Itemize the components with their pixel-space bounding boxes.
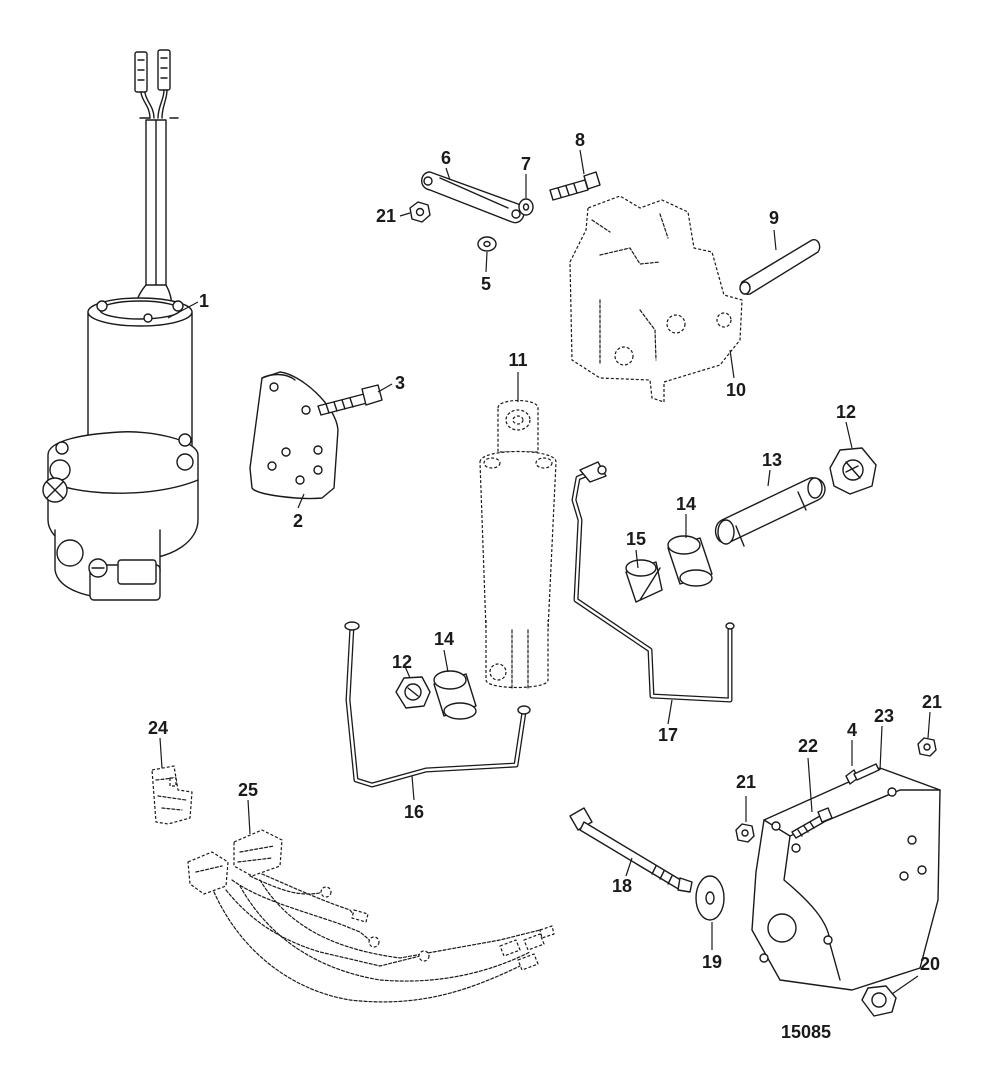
part-7-washer: [518, 198, 534, 216]
callout-15: 15: [626, 529, 646, 549]
callout-21-middle: 21: [736, 772, 756, 792]
callout-4: 4: [847, 720, 857, 740]
callout-9: 9: [769, 208, 779, 228]
callout-labels: 1 2 3 4 5 6 7 8 9 10 11 12 12 13 14 14 1…: [148, 130, 942, 974]
part-1-pump-motor: [42, 49, 199, 601]
part-20-nut: [861, 985, 897, 1017]
part-3-bolt: [317, 384, 383, 416]
part-13-pivot-pin: [714, 477, 826, 547]
callout-10: 10: [726, 380, 746, 400]
part-11-trim-cylinder: [479, 399, 557, 691]
part-16-hydraulic-line: [344, 621, 531, 788]
part-19-washer: [695, 875, 725, 921]
callout-14-upper: 14: [676, 494, 696, 514]
callout-24: 24: [148, 718, 168, 738]
callout-5: 5: [481, 274, 491, 294]
callout-8: 8: [575, 130, 585, 150]
leader-lines: [159, 149, 931, 995]
part-6-link-bar: [421, 171, 525, 224]
part-12-nut-upper: [829, 447, 877, 495]
part-14-bushing-upper: [667, 535, 713, 587]
callout-3: 3: [395, 373, 405, 393]
callout-14-lower: 14: [434, 629, 454, 649]
part-25-wiring-harness: [187, 829, 555, 1003]
callout-1: 1: [199, 291, 209, 311]
callout-21-right: 21: [922, 692, 942, 712]
callout-11: 11: [508, 350, 527, 370]
part-5-washer: [477, 236, 497, 252]
callout-21-upper: 21: [376, 206, 396, 226]
callout-2: 2: [293, 511, 303, 531]
diagram-reference-number: 15085: [781, 1022, 831, 1042]
part-12-nut-lower: [395, 676, 431, 709]
part-9-pin: [739, 239, 821, 295]
part-17-hydraulic-line: [571, 461, 735, 703]
callout-18: 18: [612, 876, 632, 896]
callout-17: 17: [658, 725, 678, 745]
part-4-screw: [845, 763, 880, 785]
part-21-nut-right: [917, 737, 937, 757]
part-21-nut-middle: [735, 823, 755, 843]
part-15-sleeve: [625, 559, 663, 603]
callout-22: 22: [798, 736, 818, 756]
callout-20: 20: [920, 954, 940, 974]
callout-19: 19: [702, 952, 722, 972]
callout-12-upper: 12: [836, 402, 856, 422]
part-18-long-bolt: [569, 807, 693, 893]
callout-16: 16: [404, 802, 424, 822]
callout-13: 13: [762, 450, 782, 470]
part-8-bolt: [549, 171, 601, 201]
callout-6: 6: [441, 148, 451, 168]
part-10-bracket: [569, 195, 743, 403]
callout-12-lower: 12: [392, 652, 412, 672]
part-22-screw: [791, 807, 833, 839]
part-23-lower-bracket: [751, 767, 941, 991]
callout-25: 25: [238, 780, 258, 800]
part-2-mounting-plate: [249, 371, 339, 500]
callout-7: 7: [521, 154, 531, 174]
part-24-connector: [151, 765, 193, 825]
part-14-bushing-lower: [433, 670, 477, 720]
part-21-nut-upper: [409, 201, 431, 223]
callout-23: 23: [874, 706, 894, 726]
